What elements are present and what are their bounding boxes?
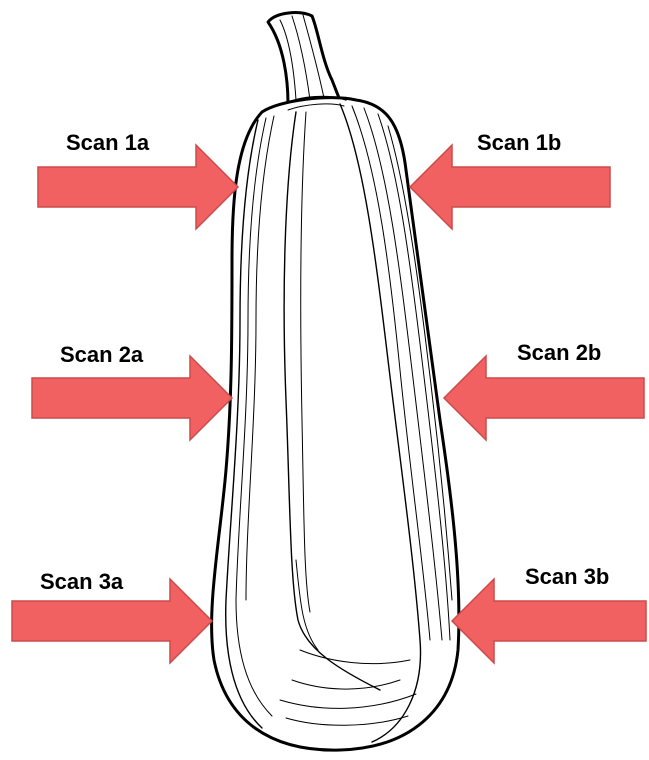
- label-scan-1a: Scan 1a: [66, 130, 150, 155]
- label-scan-3b: Scan 3b: [525, 564, 609, 589]
- arrow-icon-scan-2a: [32, 356, 232, 440]
- stem: [268, 13, 340, 104]
- label-scan-2a: Scan 2a: [60, 342, 144, 367]
- arrow-icon-scan-1b: [410, 145, 610, 229]
- label-scan-2b: Scan 2b: [517, 340, 601, 365]
- arrow-icon-scan-1a: [38, 145, 238, 229]
- label-scan-1b: Scan 1b: [477, 130, 561, 155]
- zucchini-illustration: [212, 13, 459, 750]
- arrow-icon-scan-3b: [452, 579, 646, 663]
- arrow-icon-scan-2b: [444, 356, 644, 440]
- label-scan-3a: Scan 3a: [40, 569, 124, 594]
